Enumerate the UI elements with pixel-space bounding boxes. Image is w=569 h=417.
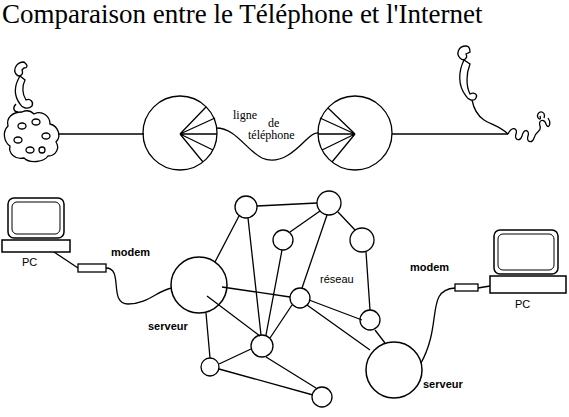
- node-shape: [365, 341, 475, 399]
- title: Comparaison entre le Téléphone et l'Inte…: [2, 1, 482, 28]
- network-link: [206, 203, 385, 395]
- server-node: serveur: [146, 256, 228, 334]
- cable: [106, 268, 172, 304]
- phone-line: [216, 128, 319, 160]
- modem-node: modem: [410, 260, 480, 294]
- node-label: serveur: [423, 379, 463, 390]
- cable: [478, 286, 490, 288]
- pc-node: PC: [2, 197, 70, 269]
- modem-node: modem: [78, 244, 148, 274]
- exchange: [143, 96, 217, 170]
- line-label: téléphone: [248, 129, 295, 141]
- phone-line: [392, 133, 508, 134]
- node-label: serveur: [148, 321, 188, 332]
- node-label: PC: [22, 257, 37, 268]
- pc-node: PC: [489, 229, 567, 309]
- cable: [421, 288, 455, 363]
- handset: [458, 46, 477, 100]
- node-label: modem: [111, 247, 150, 258]
- coiled-cord: [472, 100, 550, 142]
- line-label: ligne: [233, 109, 257, 121]
- node-label: modem: [410, 262, 449, 273]
- node-shape: [489, 229, 567, 309]
- phone-base: [4, 111, 59, 162]
- cable: [54, 252, 78, 268]
- network-label: réseau: [320, 274, 354, 285]
- server-node: serveur: [365, 341, 475, 399]
- exchange: [318, 96, 392, 170]
- node-label: PC: [515, 299, 530, 310]
- handset: [15, 62, 33, 108]
- line-label: de: [268, 117, 279, 129]
- phone-line: [58, 133, 144, 134]
